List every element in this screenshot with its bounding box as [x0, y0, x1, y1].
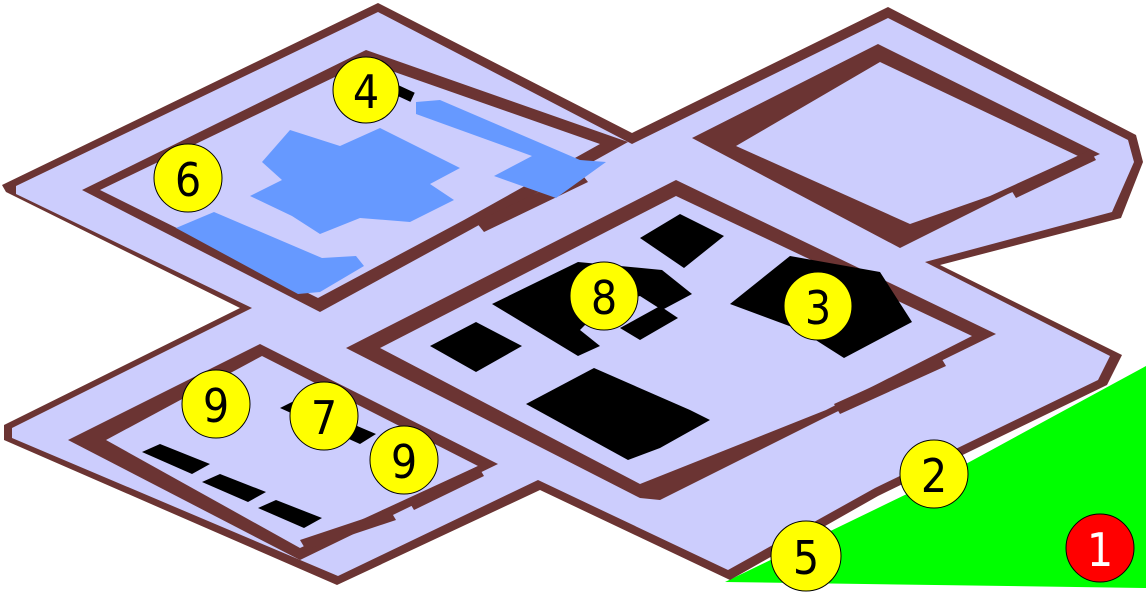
marker-circle [289, 381, 359, 451]
marker-m4: 4 [332, 56, 400, 124]
marker-label: 2 [921, 449, 947, 503]
marker-label: 1 [1087, 523, 1113, 577]
compound-northeast [692, 44, 1100, 248]
marker-m9b: 9 [369, 425, 439, 495]
marker-label: 6 [175, 153, 201, 207]
marker-m7: 7 [289, 381, 359, 451]
compound-northwest [82, 50, 628, 312]
marker-circle [181, 369, 251, 439]
marker-m1: 1 [1065, 513, 1135, 583]
marker-label: 4 [353, 65, 379, 119]
water-features [176, 100, 606, 294]
marker-circle [153, 143, 223, 213]
marker-m3: 3 [783, 271, 853, 341]
marker-m9a: 9 [181, 369, 251, 439]
marker-label: 9 [391, 435, 417, 489]
marker-circle [783, 271, 853, 341]
marker-m6: 6 [153, 143, 223, 213]
marker-m2: 2 [899, 439, 969, 509]
marker-circle [369, 425, 439, 495]
marker-circle [770, 520, 842, 592]
marker-circle [332, 56, 400, 124]
marker-label: 9 [203, 379, 229, 433]
marker-label: 8 [591, 271, 617, 325]
marker-circle [1065, 513, 1135, 583]
marker-label: 5 [793, 531, 819, 585]
marker-m5: 5 [770, 520, 842, 592]
marker-label: 3 [805, 281, 831, 335]
marker-circle [569, 261, 639, 331]
marker-circle [899, 439, 969, 509]
marker-m8: 8 [569, 261, 639, 331]
marker-label: 7 [311, 391, 337, 445]
